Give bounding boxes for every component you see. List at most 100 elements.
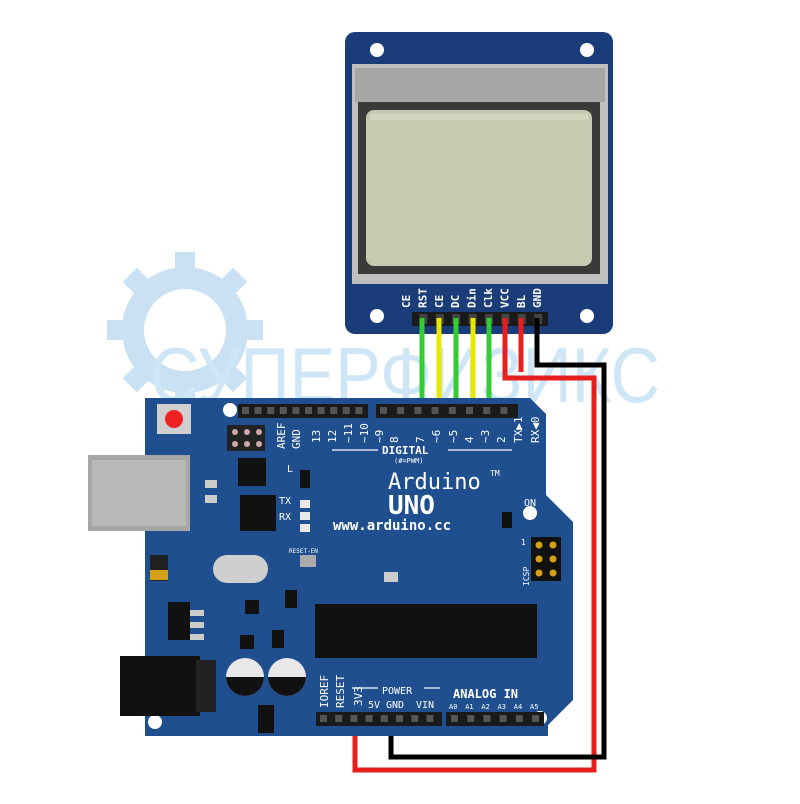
power-pin-label: VIN: [416, 700, 434, 711]
icsp-header: [531, 537, 561, 581]
digital-pin-label: 12: [326, 430, 339, 443]
lcd-pin-label: CE: [400, 295, 413, 308]
analog-pin-label: A5: [530, 703, 538, 711]
analog-pin-label: A4: [514, 703, 522, 711]
digital-header: [238, 404, 518, 418]
power-pin-label: IOREF: [318, 675, 331, 708]
wires: [352, 318, 607, 773]
analog-pin-label: A2: [481, 703, 489, 711]
digital-pin-label: ~6: [430, 430, 443, 443]
header-hole: [499, 715, 507, 722]
header-hole: [365, 715, 373, 722]
lcd-pin-label: BL: [515, 294, 528, 308]
tx-led-label: TX: [279, 496, 291, 507]
lcd-pin-label: Din: [466, 288, 479, 308]
analog-pin-label: A1: [465, 703, 473, 711]
power-label: POWER: [382, 686, 413, 697]
header-hole: [380, 715, 388, 722]
header-hole: [330, 407, 338, 414]
on-label: ON: [524, 498, 536, 509]
header-block: [376, 404, 518, 418]
header-hole: [242, 407, 249, 414]
header-hole: [396, 715, 403, 722]
header-hole: [350, 715, 358, 722]
wire-gnd: [388, 318, 607, 760]
digital-pin-label: 8: [388, 436, 401, 443]
power-pin-label: 3V3: [352, 686, 365, 706]
header-block: [316, 712, 442, 726]
digital-pin-label: 13: [310, 430, 323, 443]
header-hole: [292, 407, 300, 414]
l-led-label: L: [287, 464, 293, 475]
digital-pin-label: RX◀0: [529, 417, 542, 444]
header-hole: [500, 407, 508, 414]
icsp-pin-label: 1: [521, 538, 526, 547]
header-hole: [320, 715, 327, 722]
crystal: [213, 555, 268, 583]
lcd-pin-label: VCC: [498, 288, 511, 308]
header-hole: [414, 407, 422, 414]
header-hole: [254, 407, 262, 414]
power-pin-label: RESET: [334, 675, 347, 708]
digital-pin-label: 7: [414, 436, 427, 443]
power-header: [316, 712, 442, 726]
power-jack: [120, 656, 200, 716]
url-label: www.arduino.cc: [333, 518, 451, 534]
wire-vcc: [352, 318, 597, 773]
digital-pin-label: AREF: [275, 423, 288, 450]
header-hole: [431, 407, 439, 414]
lcd-pin-label: Clk: [482, 288, 495, 308]
analog-pin-label: A0: [449, 703, 457, 711]
digital-pin-label: GND: [290, 429, 303, 449]
mount-hole: [580, 309, 594, 323]
analog-pin-labels: A0 A1 A2 A3 A4 A5: [449, 703, 538, 711]
tm-label: TM: [490, 469, 500, 478]
lcd-screen: [366, 110, 592, 266]
analog-header: [446, 712, 544, 726]
power-pin-label: 5V: [368, 700, 380, 711]
digital-pin-label: ~3: [479, 430, 492, 443]
digital-pin-label: ~11: [342, 423, 355, 443]
header-hole: [335, 715, 343, 722]
digital-pin-label: TX▶1: [512, 417, 525, 444]
gear-icon: [107, 252, 263, 408]
header-hole: [483, 715, 491, 722]
header-hole: [411, 715, 419, 722]
lcd-header-body: [412, 312, 548, 326]
header-hole: [267, 407, 275, 414]
header-hole: [448, 407, 456, 414]
lcd-pin-label: CE: [433, 295, 446, 308]
header-hole: [355, 407, 363, 414]
pwm-note: (#=PWM): [394, 457, 424, 465]
header-block: [446, 712, 544, 726]
mount-hole: [370, 43, 384, 57]
header-hole: [426, 715, 434, 722]
usb-chip: [240, 495, 276, 531]
brand-label: Arduino: [388, 470, 481, 495]
atmega-chip: [315, 604, 537, 658]
lcd-pin-label: DC: [449, 295, 462, 308]
header-hole: [483, 407, 491, 414]
analog-pin-label: A3: [498, 703, 506, 711]
mount-hole: [370, 309, 384, 323]
digital-pin-label: ~9: [373, 430, 386, 443]
digital-pin-label: 4: [463, 436, 476, 443]
arduino-board: Arduino TM UNO www.arduino.cc DIGITAL (#…: [88, 398, 573, 736]
header-hole: [279, 407, 287, 414]
digital-pin-label: ~10: [358, 423, 371, 443]
header-hole: [466, 407, 473, 414]
digital-pin-label: 2: [495, 436, 508, 443]
header-hole: [515, 715, 523, 722]
power-pin-label: GND: [386, 700, 404, 711]
header-hole: [532, 715, 539, 722]
lcd-pin-label: RST: [416, 288, 429, 308]
header-hole: [397, 407, 405, 414]
header-hole: [467, 715, 475, 722]
digital-pin-label: ~5: [447, 430, 460, 443]
header-hole: [317, 407, 325, 414]
